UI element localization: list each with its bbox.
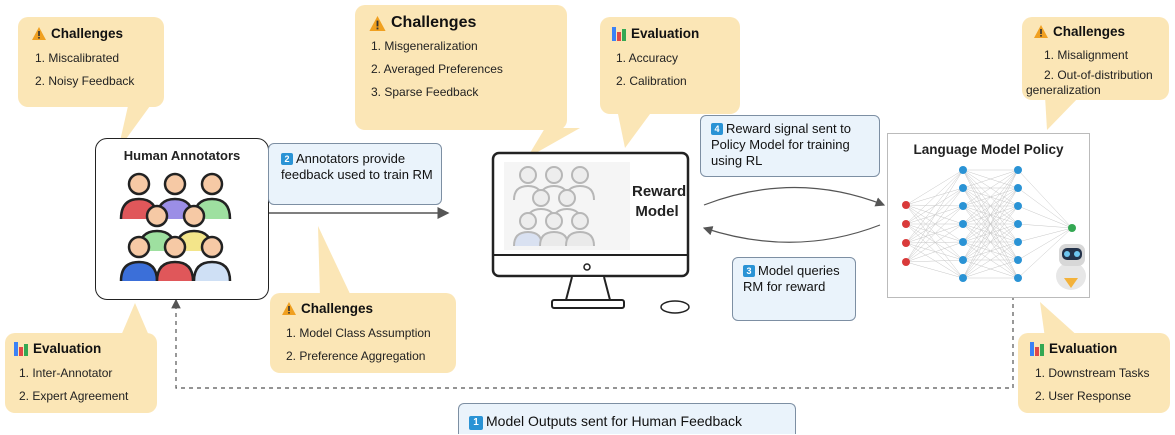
policy-evaluation-callout: Evaluation 1. Downstream Tasks 2. User R… [1018, 333, 1170, 413]
step-2-text: Annotators provide feedback used to trai… [281, 151, 433, 182]
rm-challenges-tail [527, 128, 580, 158]
callout-item: 1. Downstream Tasks [1035, 366, 1150, 380]
callout-item: 2. Out-of-distribution [1044, 68, 1153, 82]
hidden-neuron [1014, 202, 1022, 210]
rm-challenges-callout: Challenges 1. Misgeneralization 2. Avera… [355, 5, 567, 130]
node-title: Human Annotators [123, 148, 241, 163]
output-neuron [1068, 224, 1076, 232]
hidden-neuron [1014, 166, 1022, 174]
step-1-badge: 1 [469, 416, 483, 430]
callout-title: Evaluation [33, 341, 102, 356]
callout-title: Challenges [1053, 24, 1126, 39]
callout-item: 3. Sparse Feedback [371, 85, 479, 99]
callout-item: 1. Inter-Annotator [19, 366, 113, 380]
callout-title: Challenges [301, 301, 374, 316]
input-neuron [902, 201, 910, 209]
people-illustration [119, 172, 232, 282]
chart-icon [612, 26, 626, 41]
reward-model-title: Reward [632, 183, 687, 200]
warning-icon [1034, 25, 1048, 38]
feedback-challenges-tail [318, 226, 352, 298]
language-model-policy-node: Language Model Policy [887, 133, 1090, 298]
callout-item: 2. Averaged Preferences [371, 62, 503, 76]
rm-evaluation-tail [618, 114, 650, 148]
callout-item: 1. Accuracy [616, 51, 679, 65]
callout-title: Evaluation [631, 26, 700, 41]
callout-item: 2. User Response [1035, 389, 1132, 403]
step-3-text: Model queries RM for reward [743, 263, 840, 294]
reward-model-node: Reward Model [490, 150, 700, 315]
human-annotators-node: Human Annotators [95, 138, 269, 300]
neural-network-illustration [902, 166, 1086, 290]
warning-icon [32, 27, 46, 40]
callout-item: 2. Calibration [616, 74, 687, 88]
callout-item: 1. Model Class Assumption [286, 326, 431, 340]
robot-icon [1056, 244, 1086, 290]
step-4-badge: 4 [711, 123, 723, 135]
reward-model-title: Model [635, 203, 679, 220]
hidden-neuron [1014, 238, 1022, 246]
hidden-neuron [959, 202, 967, 210]
step-2-badge: 2 [281, 153, 293, 165]
input-neuron [902, 258, 910, 266]
callout-item: generalization [1026, 83, 1101, 97]
hidden-neuron [1014, 256, 1022, 264]
rm-evaluation-callout: Evaluation 1. Accuracy 2. Calibration [600, 17, 740, 114]
callout-item: 2. Noisy Feedback [35, 74, 135, 88]
annotator-challenges-callout: Challenges 1. Miscalibrated 2. Noisy Fee… [18, 17, 164, 107]
hidden-neuron [959, 184, 967, 192]
step-3-badge: 3 [743, 265, 755, 277]
monitor-illustration [491, 151, 690, 314]
callout-item: 2. Expert Agreement [19, 389, 129, 403]
input-neuron [902, 239, 910, 247]
callout-title: Challenges [51, 26, 124, 41]
policy-evaluation-tail [1040, 302, 1080, 338]
callout-item: 2. Preference Aggregation [286, 349, 426, 363]
node-title: Language Model Policy [913, 142, 1064, 157]
hidden-neuron [959, 238, 967, 246]
rm-to-policy-arrow [703, 186, 886, 207]
warning-icon [282, 302, 296, 315]
hidden-neuron [959, 256, 967, 264]
hidden-neuron [1014, 220, 1022, 228]
policy-challenges-callout: Challenges 1. Misalignment 2. Out-of-dis… [1022, 17, 1169, 100]
chart-icon [14, 341, 28, 356]
policy-challenges-tail [1045, 96, 1080, 130]
step-1-text: Model Outputs sent for Human Feedback [486, 413, 743, 429]
callout-title: Challenges [391, 14, 477, 31]
callout-item: 1. Miscalibrated [35, 51, 120, 65]
feedback-challenges-callout: Challenges 1. Model Class Assumption 2. … [270, 293, 456, 373]
annotator-evaluation-tail [120, 303, 150, 338]
hidden-neuron [959, 166, 967, 174]
callout-item: 1. Misalignment [1044, 48, 1129, 62]
warning-icon [369, 15, 386, 31]
callout-item: 1. Misgeneralization [371, 39, 478, 53]
step-4-text: Reward signal sent to Policy Model for t… [711, 121, 852, 168]
policy-to-rm-arrow [702, 224, 881, 243]
annotator-evaluation-callout: Evaluation 1. Inter-Annotator 2. Expert … [5, 333, 157, 413]
hidden-neuron [1014, 184, 1022, 192]
hidden-neuron [959, 274, 967, 282]
hidden-neuron [1014, 274, 1022, 282]
callout-title: Evaluation [1049, 341, 1118, 356]
chart-icon [1030, 341, 1044, 356]
input-neuron [902, 220, 910, 228]
hidden-neuron [959, 220, 967, 228]
